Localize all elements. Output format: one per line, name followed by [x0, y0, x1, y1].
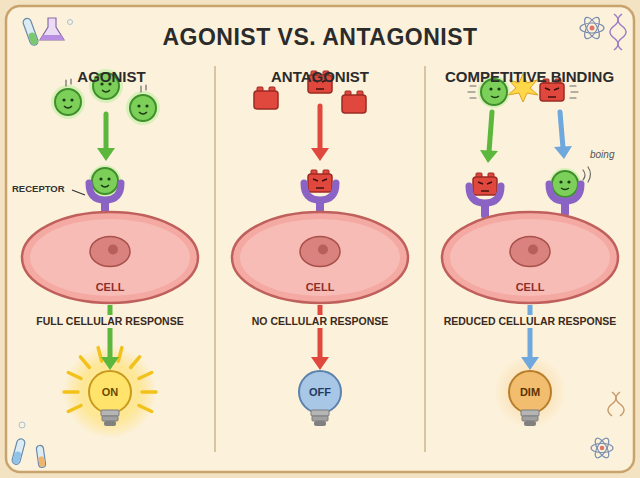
bulb-shape [505, 370, 555, 432]
arrowhead [101, 357, 119, 370]
light-bulb: DIM [505, 370, 555, 432]
motion-marks [583, 167, 591, 182]
nucleus [90, 237, 130, 267]
receptor [549, 184, 581, 216]
panel-heading: COMPETITIVE BINDING [425, 68, 634, 85]
bulb-base [524, 421, 536, 426]
binding-arrow [311, 106, 329, 161]
nucleus [300, 237, 340, 267]
bulb-base [521, 410, 539, 416]
cell-body: CELL [440, 210, 620, 305]
bound-agonist [549, 168, 581, 200]
bulb-base [101, 410, 119, 416]
receptor [89, 183, 121, 215]
binding-arrow [97, 114, 115, 161]
nucleolus [528, 245, 538, 255]
response-label: NO CELLULAR RESPONSE [248, 315, 393, 328]
bulb-shape [85, 370, 135, 432]
light-bulb: ON [85, 370, 135, 432]
nucleus [510, 237, 550, 267]
response-label: REDUCED CELLULAR RESPONSE [440, 315, 621, 328]
bulb-shape [295, 370, 345, 432]
bubble [68, 20, 73, 25]
bulb-glow [494, 356, 566, 428]
test-tube [36, 445, 46, 468]
receptor [304, 183, 336, 214]
panel-divider [214, 66, 216, 452]
panel-heading: ANTAGONIST [215, 68, 425, 85]
frame [6, 6, 634, 472]
nucleolus [318, 245, 328, 255]
receptor [469, 186, 501, 218]
dna-icon [608, 392, 624, 416]
test-tube [11, 438, 25, 465]
arrowhead [521, 357, 539, 370]
bulb-label: ON [85, 385, 135, 399]
callout-label: RECEPTOR [12, 183, 65, 194]
bulb-base [311, 410, 329, 416]
bulb-base [522, 416, 538, 421]
sound-label: boing [590, 149, 614, 160]
bulb-label: DIM [505, 385, 555, 399]
arrow-shaft [108, 305, 113, 360]
atom-icon [591, 436, 613, 460]
bulb-base [312, 416, 328, 421]
binding-arrow [554, 112, 572, 159]
binding-arrow [480, 112, 498, 163]
dna-icon [610, 14, 626, 50]
panel-divider [424, 66, 426, 452]
flask [40, 18, 64, 40]
bound-antagonist [473, 173, 497, 195]
response-label: FULL CELLULAR RESPONSE [32, 315, 187, 328]
bulb-base [314, 421, 326, 426]
light-bulb: OFF [295, 370, 345, 432]
bulb-base [104, 421, 116, 426]
leader-line [72, 190, 85, 195]
diagram-title: AGONIST VS. ANTAGONIST [0, 24, 640, 51]
arrow-shaft [528, 305, 533, 360]
panel-heading: AGONIST [8, 68, 215, 85]
bound-antagonist [308, 170, 332, 192]
atom-icon [580, 15, 604, 41]
bubble [19, 422, 25, 428]
nucleolus [108, 245, 118, 255]
bulb-glow [64, 346, 156, 438]
cell-body: CELL [230, 210, 410, 305]
flask-liquid [40, 35, 64, 40]
bulb-base [102, 416, 118, 421]
cell-label: CELL [230, 280, 410, 294]
cell-body: CELL [20, 210, 200, 305]
arrowhead [311, 357, 329, 370]
test-tube [22, 17, 39, 46]
cell-label: CELL [440, 280, 620, 294]
arrow-shaft [318, 305, 323, 360]
bulb-label: OFF [295, 385, 345, 399]
cell-label: CELL [20, 280, 200, 294]
